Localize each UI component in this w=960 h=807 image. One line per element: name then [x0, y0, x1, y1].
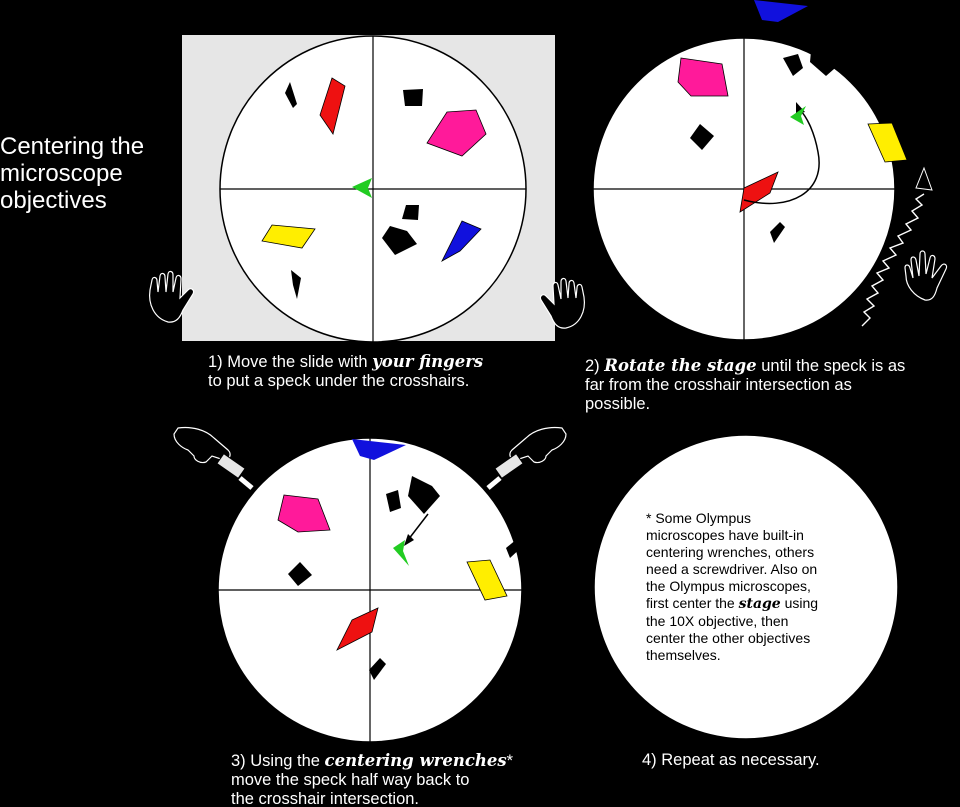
speck-yellow-3	[466, 559, 508, 601]
caption-line: far from the crosshair intersection as	[585, 376, 852, 394]
speck-black-1a	[285, 82, 297, 108]
title-line: objectives	[0, 187, 107, 214]
speck-black-2a	[783, 54, 803, 76]
step-3-caption: 3) Using the centering wrenches* move th…	[231, 751, 513, 807]
speck-green-3	[393, 540, 409, 566]
speck-black-3d	[369, 658, 386, 680]
rotation-arrow-2	[743, 109, 820, 205]
panel-2	[592, 0, 948, 341]
speck-black-1d	[382, 226, 417, 255]
footnote-text: * Some Olympus microscopes have built-in…	[646, 510, 819, 663]
left-hand-icon	[149, 270, 195, 323]
caption-line: 4) Repeat as necessary.	[642, 751, 820, 769]
speck-black-3c	[288, 562, 312, 586]
stage-rotation-arrowhead	[915, 166, 933, 191]
speck-black-1c	[402, 205, 419, 220]
speck-black-3b	[408, 476, 440, 514]
speck-green-2	[790, 106, 806, 125]
caption-line: move the speck half way back to	[231, 771, 470, 789]
right-wrench-icon	[486, 426, 567, 490]
caption-line: to put a speck under the crosshairs.	[208, 372, 470, 390]
speck-blue-2	[754, 0, 808, 22]
panel-3	[173, 426, 567, 743]
speck-magenta-2	[677, 57, 729, 97]
speck-blue-1	[441, 220, 482, 262]
speck-red-1	[319, 77, 346, 135]
speck-green-1	[352, 178, 372, 198]
speck-yellow-2	[867, 122, 908, 163]
speck-magenta-1	[426, 109, 487, 157]
title-line: Centering the	[0, 133, 145, 160]
speck-black-2b	[810, 40, 842, 76]
speck-magenta-3	[277, 494, 331, 533]
stage-rotation-squiggle	[861, 193, 925, 327]
speck-black-1b	[403, 89, 423, 106]
speck-black-2e	[908, 94, 929, 119]
note-circle	[593, 434, 899, 740]
move-arrow-3	[407, 513, 429, 541]
speck-black-3e	[506, 530, 528, 558]
stage-hand-icon	[904, 250, 948, 301]
caption-line: 1) Move the slide with your fingers	[208, 352, 484, 371]
caption-line: 3) Using the centering wrenches*	[231, 751, 514, 770]
panel-1	[149, 33, 585, 343]
title-line: microscope	[0, 160, 123, 187]
caption-line: 2) Rotate the stage until the speck is a…	[585, 356, 906, 375]
speck-black-2c	[690, 124, 714, 150]
step-4-caption: 4) Repeat as necessary.	[642, 751, 820, 770]
speck-red-3	[336, 607, 379, 651]
step-1-caption: 1) Move the slide with your fingers to p…	[208, 352, 483, 391]
caption-line: the crosshair intersection.	[231, 790, 420, 807]
speck-black-1e	[291, 270, 301, 299]
step-2-caption: 2) Rotate the stage until the speck is a…	[585, 356, 905, 414]
right-hand-icon	[539, 277, 585, 329]
move-arrowhead-3	[404, 534, 414, 546]
speck-blue-3	[352, 439, 406, 460]
page-title: Centering the microscope objectives	[0, 133, 144, 214]
speck-black-2d	[770, 222, 785, 243]
speck-yellow-1	[261, 224, 316, 249]
speck-black-3a	[386, 490, 401, 512]
left-wrench-icon	[173, 426, 254, 490]
caption-line: possible.	[585, 395, 651, 413]
